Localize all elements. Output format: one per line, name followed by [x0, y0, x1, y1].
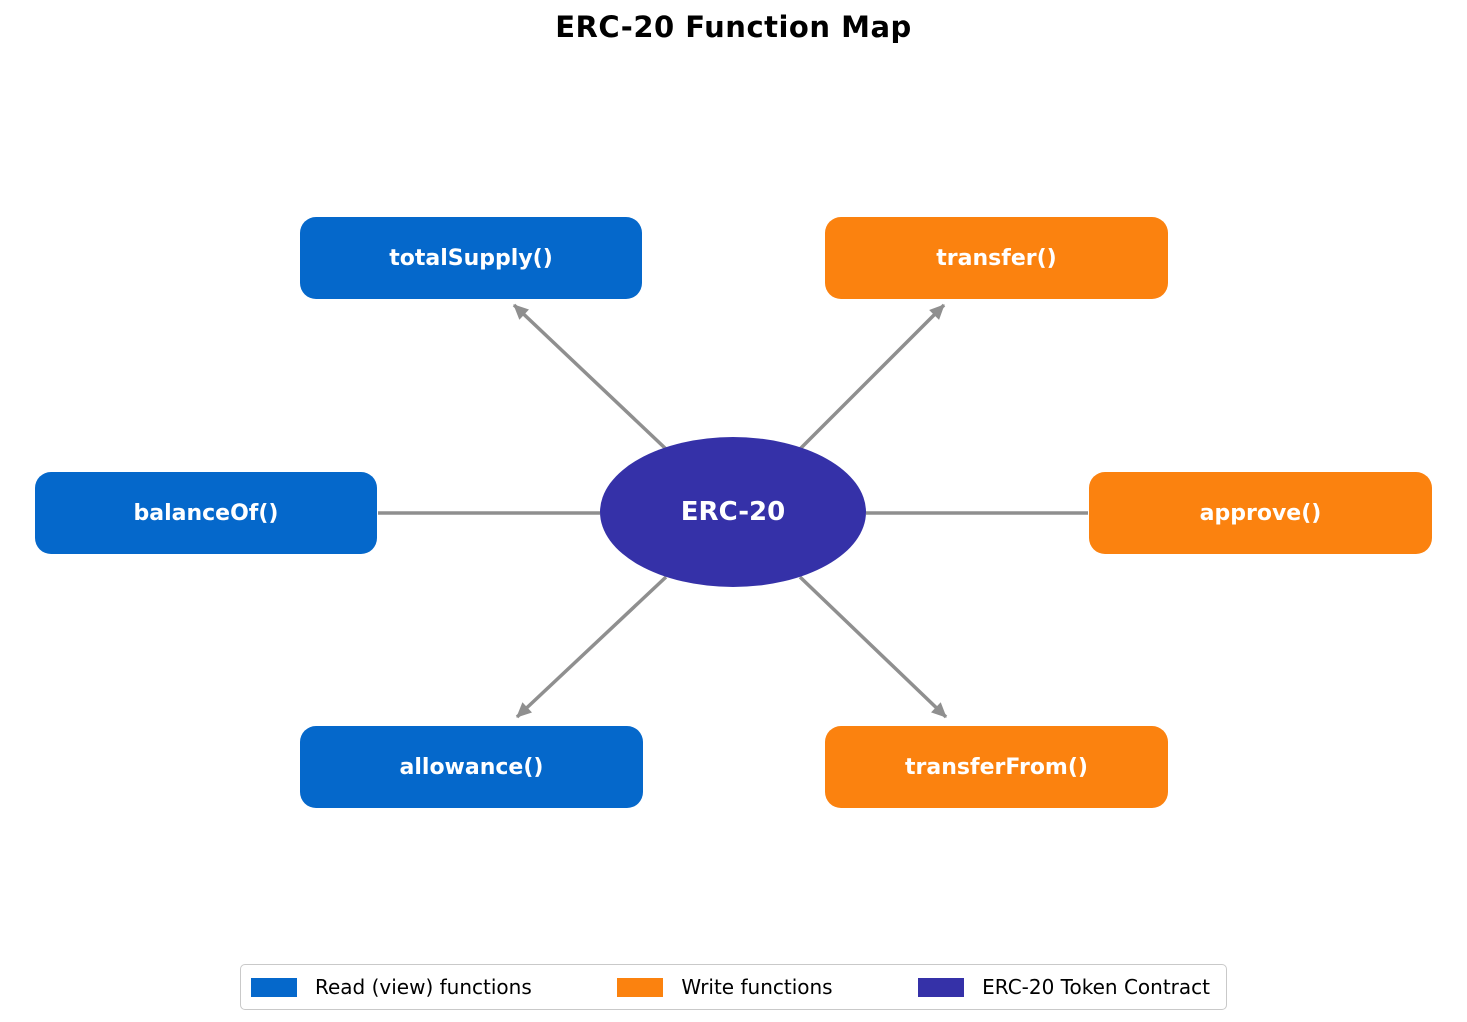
- legend: Read (view) functions Write functions ER…: [240, 964, 1227, 1010]
- edge-to-transferFrom: [798, 575, 948, 719]
- legend-item-write: Write functions: [617, 975, 833, 999]
- node-label: transferFrom(): [905, 754, 1088, 780]
- legend-label: Write functions: [681, 975, 833, 999]
- legend-item-read: Read (view) functions: [251, 975, 532, 999]
- node-label: balanceOf(): [133, 500, 279, 526]
- contract-color-swatch: [918, 977, 965, 997]
- edge-to-totalSupply: [512, 303, 668, 451]
- node-label: approve(): [1199, 500, 1322, 526]
- diagram-title: ERC-20 Function Map: [555, 10, 912, 44]
- node-label: totalSupply(): [389, 245, 553, 271]
- node-transfer: transfer(): [825, 217, 1168, 299]
- node-allowance: allowance(): [300, 726, 643, 808]
- node-balanceOf: balanceOf(): [35, 472, 377, 554]
- node-totalSupply: totalSupply(): [300, 217, 642, 299]
- node-approve: approve(): [1089, 472, 1432, 554]
- write-color-swatch: [617, 977, 664, 997]
- node-erc20-contract: ERC-20: [600, 437, 866, 587]
- legend-label: Read (view) functions: [315, 975, 532, 999]
- edge-to-transfer: [798, 303, 946, 451]
- legend-item-contract: ERC-20 Token Contract: [918, 975, 1210, 999]
- hub-label: ERC-20: [680, 497, 786, 527]
- edge-to-allowance: [515, 575, 668, 719]
- legend-label: ERC-20 Token Contract: [982, 975, 1210, 999]
- read-color-swatch: [251, 977, 297, 997]
- node-label: transfer(): [936, 245, 1057, 271]
- node-transferFrom: transferFrom(): [825, 726, 1168, 808]
- node-label: allowance(): [399, 754, 544, 780]
